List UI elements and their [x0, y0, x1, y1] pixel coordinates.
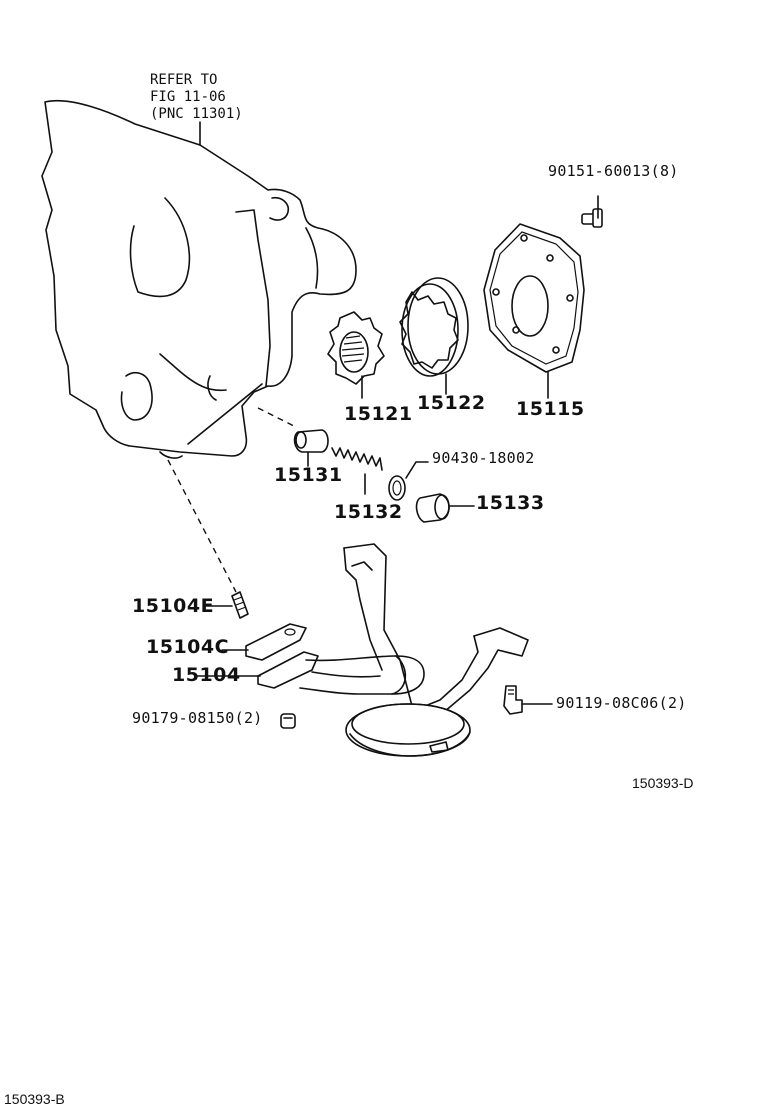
pump-cover-plate [483, 223, 585, 399]
gasket-90430 [388, 461, 429, 501]
part-label-90119[interactable]: 90119-08C06(2) [556, 694, 687, 712]
part-label-15131[interactable]: 15131 [274, 464, 343, 486]
assembly-line-valve [257, 407, 295, 427]
part-label-15132[interactable]: 15132 [334, 501, 403, 523]
part-label-90179[interactable]: 90179-08150(2) [132, 709, 263, 727]
outer-rotor [399, 277, 469, 395]
part-label-15121[interactable]: 15121 [344, 403, 413, 425]
part-label-15133[interactable]: 15133 [476, 492, 545, 514]
page-code: 150393-B [4, 1091, 65, 1107]
part-label-15115[interactable]: 15115 [516, 398, 585, 420]
relief-valve [293, 429, 329, 467]
assembly-line-strainer [167, 459, 237, 593]
reference-note-line-1: REFER TO [150, 72, 218, 88]
relief-spring [331, 447, 383, 495]
part-label-90151[interactable]: 90151-60013(8) [548, 162, 679, 180]
part-label-90430[interactable]: 90430-18002 [432, 449, 535, 467]
plug-15133 [415, 493, 475, 523]
stud-15104e [205, 591, 249, 619]
bolt-90151 [581, 195, 603, 228]
reference-note-line-2: FIG 11-06 [150, 89, 226, 105]
oil-pump-housing [41, 100, 357, 459]
gasket-15104c [221, 623, 307, 661]
part-label-15104e[interactable]: 15104E [132, 595, 215, 617]
inner-rotor [327, 311, 385, 399]
part-label-15104[interactable]: 15104 [172, 664, 241, 686]
bolt-90179 [280, 713, 296, 729]
figure-code: 150393-D [632, 775, 694, 791]
bolt-90119 [503, 685, 553, 715]
reference-note-line-3: (PNC 11301) [150, 106, 243, 122]
part-label-15104c[interactable]: 15104C [146, 636, 230, 658]
part-label-15122[interactable]: 15122 [417, 392, 486, 414]
oil-strainer [195, 543, 529, 757]
